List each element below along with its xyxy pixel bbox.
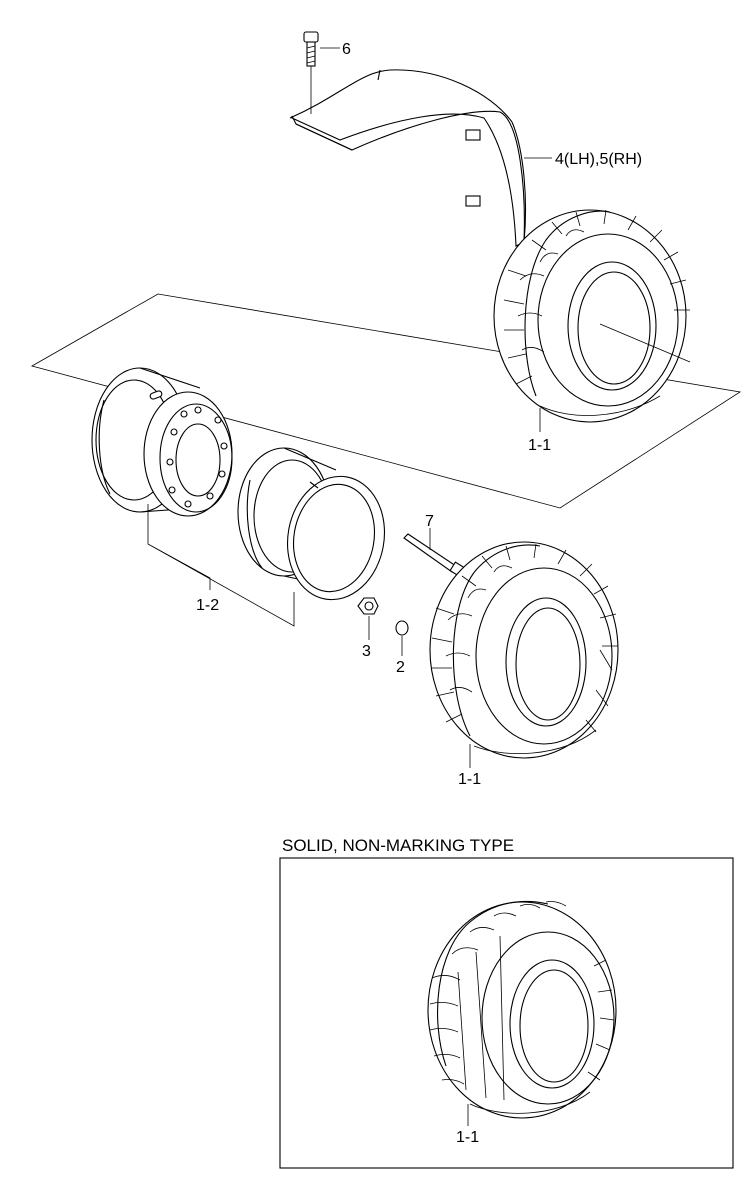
callout-valve-stem: 7 [425, 513, 434, 530]
tire-rear [493, 209, 691, 423]
callout-rim-assembly: 1-2 [196, 597, 219, 614]
bolt-part [303, 31, 319, 114]
rim-assembly-bracket [147, 504, 295, 627]
lock-ring [286, 475, 386, 601]
fender-part [289, 69, 527, 247]
inset-title: SOLID, NON-MARKING TYPE [282, 836, 514, 855]
callout-fender: 4(LH),5(RH) [555, 151, 642, 168]
callout-tire-rear: 1-1 [528, 437, 551, 454]
callout-bolt: 6 [342, 41, 351, 58]
valve-stem-part [403, 533, 465, 577]
tire-inset [427, 900, 617, 1119]
washer-part [395, 620, 409, 636]
tire-front [429, 541, 619, 759]
rim-disc [143, 391, 233, 517]
inset-frame [279, 857, 734, 1169]
callout-washer: 2 [396, 659, 405, 676]
reference-plane [30, 293, 742, 509]
callout-tire-inset: 1-1 [456, 1129, 479, 1146]
callout-tire-front: 1-1 [458, 771, 481, 788]
callout-nut: 3 [362, 643, 371, 660]
nut-part [357, 597, 379, 615]
